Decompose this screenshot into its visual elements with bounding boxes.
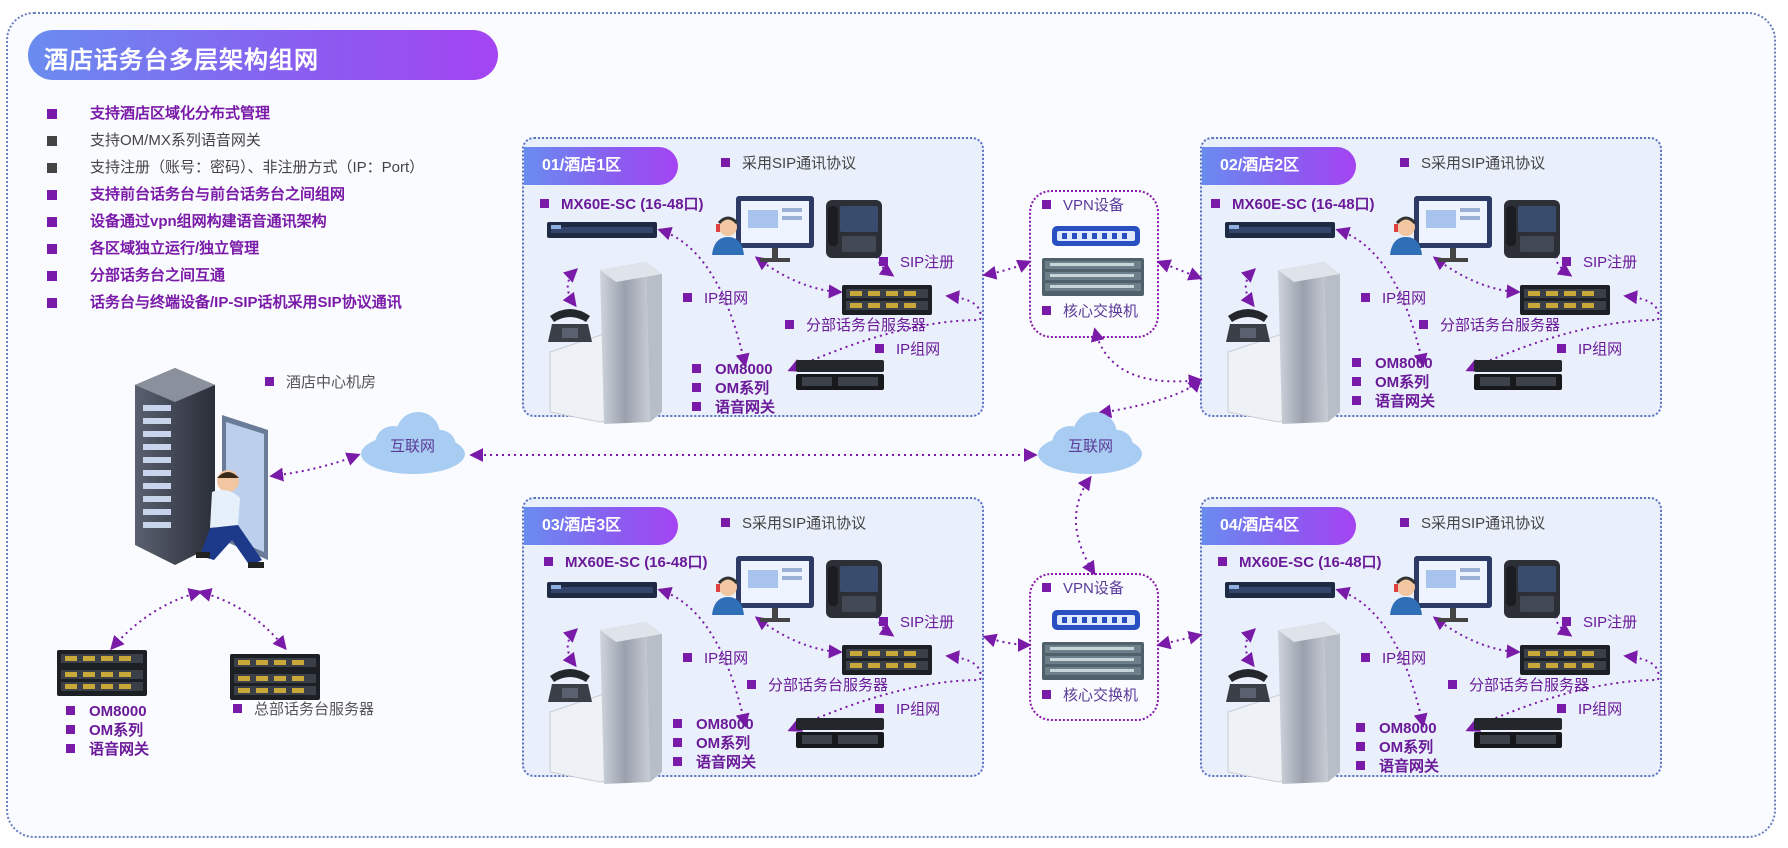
zone-4-ipnet2-label: IP组网 [1557,701,1622,719]
feature-item: 话务台与终端设备/IP-SIP话机采用SIP协议通讯 [44,289,424,316]
server-rack-icon [135,368,268,565]
zone-1-branch-label: 分部话务台服务器 [785,317,926,335]
zone-3-ipnet2-label: IP组网 [875,701,940,719]
zone-2-sip-label: SIP注册 [1562,254,1637,272]
core-switch-icon [1042,258,1144,296]
vpn-device-icon [1052,226,1140,246]
zone-1-sip-label: SIP注册 [879,254,954,272]
vpn-label-bottom: VPN设备 [1042,580,1124,598]
zone-2-mx-label: MX60E-SC (16-48口) [1211,196,1375,214]
zone-2-ipnet2-label: IP组网 [1557,341,1622,359]
zone-4-protocol: S采用SIP通讯协议 [1400,515,1545,533]
zone-3-protocol: S采用SIP通讯协议 [721,515,866,533]
zone-3-mx-label: MX60E-SC (16-48口) [544,554,708,572]
core-switch-icon [1042,642,1144,680]
zone-2-ipnet-label: IP组网 [1361,290,1426,308]
hq-server-label: 总部话务台服务器 [233,701,374,719]
zone-1-protocol: 采用SIP通讯协议 [721,155,856,173]
zone-3-sip-label: SIP注册 [879,614,954,632]
feature-item: 支持酒店区域化分布式管理 [44,100,424,127]
feature-item: 支持OM/MX系列语音网关 [44,127,424,154]
zone-1-mx-label: MX60E-SC (16-48口) [540,196,704,214]
switch-label-bottom: 核心交换机 [1042,687,1138,705]
zone-4-sip-label: SIP注册 [1562,614,1637,632]
zone-2-title: 02/酒店2区 [1202,147,1356,185]
zone-4-device-list: OM8000 OM系列 语音网关 [1356,719,1439,776]
zone-2-device-list: OM8000 OM系列 语音网关 [1352,354,1435,411]
zone-4-mx-label: MX60E-SC (16-48口) [1218,554,1382,572]
switch-label-top: 核心交换机 [1042,303,1138,321]
zone-1-title: 01/酒店1区 [524,147,678,185]
zone-4-title: 04/酒店4区 [1202,507,1356,545]
vpn-label-top: VPN设备 [1042,197,1124,215]
feature-item: 分部话务台之间互通 [44,262,424,289]
vpn-device-icon [1052,610,1140,630]
page-title: 酒店话务台多层架构组网 [44,47,319,74]
feature-item: 各区域独立运行/独立管理 [44,235,424,262]
feature-item: 支持注册（账号：密码）、非注册方式（IP：Port） [44,154,424,181]
datacenter-label: 酒店中心机房 [265,374,376,392]
zone-3-title: 03/酒店3区 [524,507,678,545]
zone-4-ipnet-label: IP组网 [1361,650,1426,668]
zone-1-ipnet2-label: IP组网 [875,341,940,359]
internet-label-right: 互联网 [1068,438,1114,455]
zone-3-ipnet-label: IP组网 [683,650,748,668]
zone-3-device-list: OM8000 OM系列 语音网关 [673,715,756,772]
feature-list: 支持酒店区域化分布式管理 支持OM/MX系列语音网关 支持注册（账号：密码）、非… [44,100,424,316]
engineer-icon [196,470,264,568]
zone-4-branch-label: 分部话务台服务器 [1448,677,1589,695]
zone-2-branch-label: 分部话务台服务器 [1419,317,1560,335]
feature-item: 设备通过vpn组网构建语音通讯架构 [44,208,424,235]
feature-item: 支持前台话务台与前台话务台之间组网 [44,181,424,208]
zone-1-device-list: OM8000 OM系列 语音网关 [692,360,775,417]
title-banner [28,30,498,80]
zone-3-branch-label: 分部话务台服务器 [747,677,888,695]
internet-label-left: 互联网 [390,438,436,455]
zone-2-protocol: S采用SIP通讯协议 [1400,155,1545,173]
zone-1-ipnet-label: IP组网 [683,290,748,308]
datacenter-device-list: OM8000 OM系列 语音网关 [66,702,149,759]
